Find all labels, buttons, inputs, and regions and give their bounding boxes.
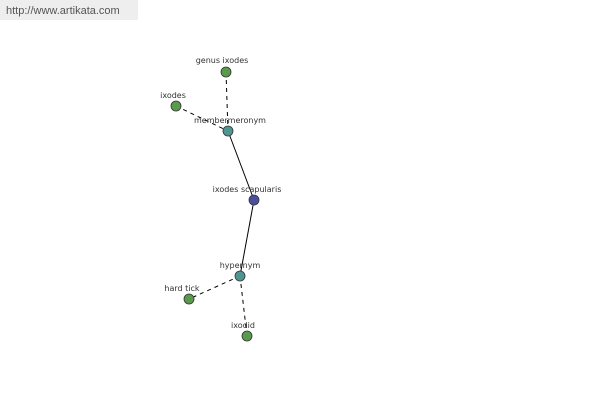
node-dot[interactable] [183,293,195,305]
node-ixodid[interactable]: ixodid [231,321,255,342]
node-hardtick[interactable]: hard tick [164,284,200,305]
node-ixodes[interactable]: ixodes [160,91,186,112]
node-member[interactable]: membermeronym [194,116,266,137]
edge-genus-member [225,71,229,132]
node-label[interactable]: hypernym [220,261,261,270]
node-label[interactable]: ixodes scapularis [213,185,282,194]
node-center[interactable]: ixodes scapularis [213,185,282,206]
edge-ixodes-member [175,105,229,132]
node-dot[interactable] [220,66,232,78]
node-dot[interactable] [170,100,182,112]
edge-member-center [227,130,255,201]
node-label[interactable]: ixodes [160,91,186,100]
node-dot[interactable] [248,194,260,206]
nodes-layer: genus ixodes ixodes membermeronym ixodes sc… [160,56,282,342]
node-dot[interactable] [241,330,253,342]
edge-hyper-ixodid [239,275,248,337]
node-label[interactable]: genus ixodes [196,56,249,65]
node-label[interactable]: ixodid [231,321,255,330]
node-genus[interactable]: genus ixodes [196,56,249,78]
node-hyper[interactable]: hypernym [220,261,261,282]
node-dot[interactable] [234,270,246,282]
edge-hyper-hardtick [188,275,241,300]
edge-center-hyper [239,199,255,277]
source-url-link[interactable]: http://www.artikata.com [0,0,138,20]
node-label[interactable]: hard tick [164,284,200,293]
node-label[interactable]: membermeronym [194,116,266,125]
node-dot[interactable] [222,125,234,137]
edges-layer [175,71,255,337]
